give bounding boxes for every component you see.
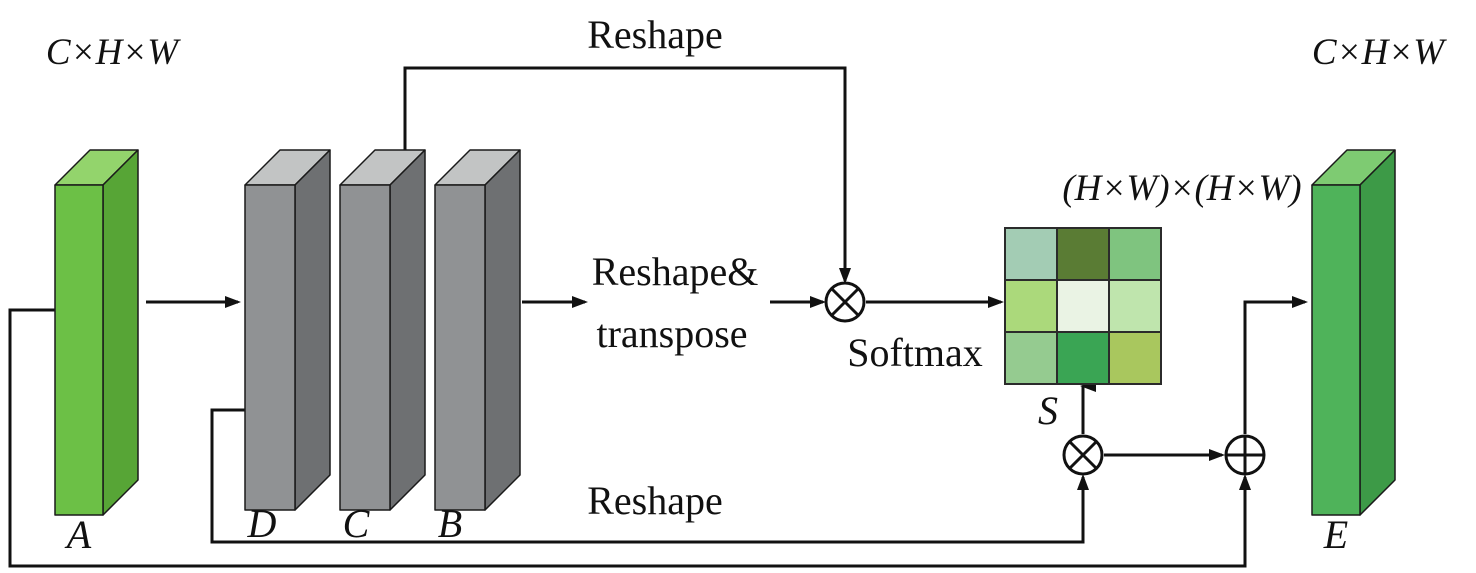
- tensor-b-front-face: [434, 184, 486, 511]
- label-transpose: transpose: [596, 311, 747, 356]
- label-tensor-d: D: [247, 501, 277, 546]
- tensor-e-slab: [1311, 149, 1396, 516]
- label-input-dims: C×H×W: [46, 32, 181, 73]
- matmul-bottom-cross: [1068, 440, 1098, 470]
- attention-cell: [1004, 279, 1058, 333]
- attention-cell: [1108, 279, 1162, 333]
- label-tensor-e: E: [1323, 512, 1348, 557]
- attention-cell: [1108, 227, 1162, 281]
- label-reshape-amp: Reshape&: [592, 249, 759, 294]
- tensor-e-front-face: [1311, 184, 1361, 516]
- tensor-c-side-face: [389, 149, 426, 511]
- tensor-c-slab: [339, 149, 426, 511]
- tensor-d-side-face: [294, 149, 331, 511]
- label-softmax: Softmax: [847, 330, 983, 375]
- matmul-bottom-icon: [1062, 434, 1104, 476]
- label-reshape-top: Reshape: [587, 12, 723, 57]
- label-output-dims: C×H×W: [1312, 32, 1447, 73]
- tensor-a-front-face: [54, 184, 104, 516]
- tensor-d-front-face: [244, 184, 296, 511]
- label-tensor-c: C: [343, 501, 371, 546]
- attention-cell: [1056, 279, 1110, 333]
- tensor-d-slab: [244, 149, 331, 511]
- label-reshape-bottom: Reshape: [587, 478, 723, 523]
- attention-map: [1004, 227, 1162, 385]
- sum-to-e-connector: [1243, 296, 1308, 434]
- attention-cell: [1056, 331, 1110, 385]
- tensor-e-side-face: [1359, 149, 1396, 516]
- attention-cell: [1108, 331, 1162, 385]
- attention-cell: [1004, 227, 1058, 281]
- tensor-a-slab: [54, 149, 139, 516]
- residual-connector: [8, 308, 1251, 568]
- tensor-b-slab: [434, 149, 521, 511]
- elementwise-sum-icon: [1224, 434, 1266, 476]
- label-tensor-s: S: [1038, 388, 1058, 433]
- matmul-top-icon: [824, 281, 866, 323]
- tensor-b-side-face: [484, 149, 521, 511]
- reshape-bottom-connector: [210, 408, 1089, 544]
- attention-cell: [1004, 331, 1058, 385]
- label-tensor-b: B: [438, 501, 462, 546]
- reshape-top-connector: [403, 66, 851, 284]
- attention-cell: [1056, 227, 1110, 281]
- matmul-top-cross: [830, 287, 860, 317]
- label-tensor-a: A: [64, 512, 92, 557]
- label-attention-dims: (H×W)×(H×W): [1062, 168, 1301, 209]
- tensor-c-front-face: [339, 184, 391, 511]
- tensor-a-side-face: [102, 149, 139, 516]
